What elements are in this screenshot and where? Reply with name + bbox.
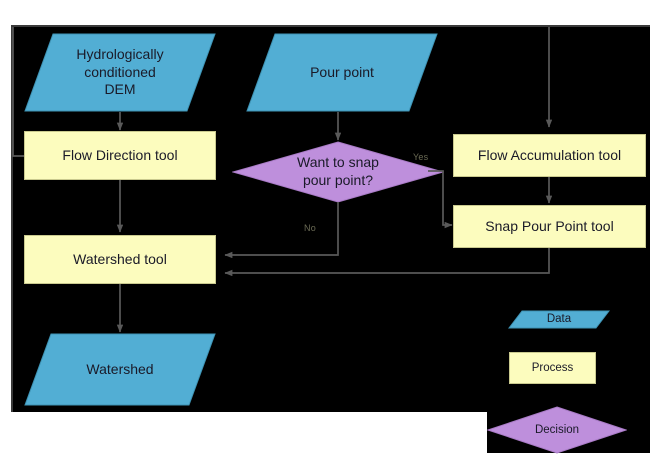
- node-flow-direction-tool[interactable]: Flow Direction tool: [24, 131, 216, 180]
- node-flow-accumulation-tool[interactable]: Flow Accumulation tool: [453, 134, 646, 177]
- node-hydrologically-conditioned-dem[interactable]: Hydrologically conditioned DEM: [24, 33, 216, 112]
- node-label: Watershed: [86, 360, 154, 377]
- legend-item-decision: Decision: [487, 406, 627, 454]
- edge-label-no: No: [304, 223, 316, 233]
- legend-label: Data: [546, 313, 572, 326]
- node-watershed[interactable]: Watershed: [24, 333, 216, 406]
- edge-label-yes: Yes: [413, 152, 429, 162]
- node-label: Flow Accumulation tool: [477, 146, 622, 163]
- parallelogram-shape: [24, 333, 216, 406]
- legend-item-data: Data: [508, 310, 610, 329]
- legend-label: Decision: [534, 423, 580, 436]
- legend-label: Process: [531, 361, 574, 374]
- node-label: Want to snap pour point?: [297, 154, 379, 188]
- node-label: Watershed tool: [73, 250, 167, 267]
- node-want-to-snap-pour-point[interactable]: Want to snap pour point?: [232, 141, 444, 203]
- node-pour-point[interactable]: Pour point: [246, 33, 438, 112]
- diamond-shape: [487, 406, 627, 454]
- parallelogram-shape: [24, 33, 216, 112]
- node-snap-pour-point-tool[interactable]: Snap Pour Point tool: [453, 205, 646, 248]
- legend-item-process: Process: [509, 352, 596, 384]
- node-label: Flow Direction tool: [62, 146, 178, 163]
- parallelogram-shape: [508, 310, 610, 329]
- parallelogram-shape: [246, 33, 438, 112]
- node-watershed-tool[interactable]: Watershed tool: [24, 235, 216, 284]
- node-label: Snap Pour Point tool: [485, 217, 614, 234]
- node-label: Hydrologically conditioned DEM: [76, 45, 164, 98]
- node-label: Pour point: [310, 63, 374, 80]
